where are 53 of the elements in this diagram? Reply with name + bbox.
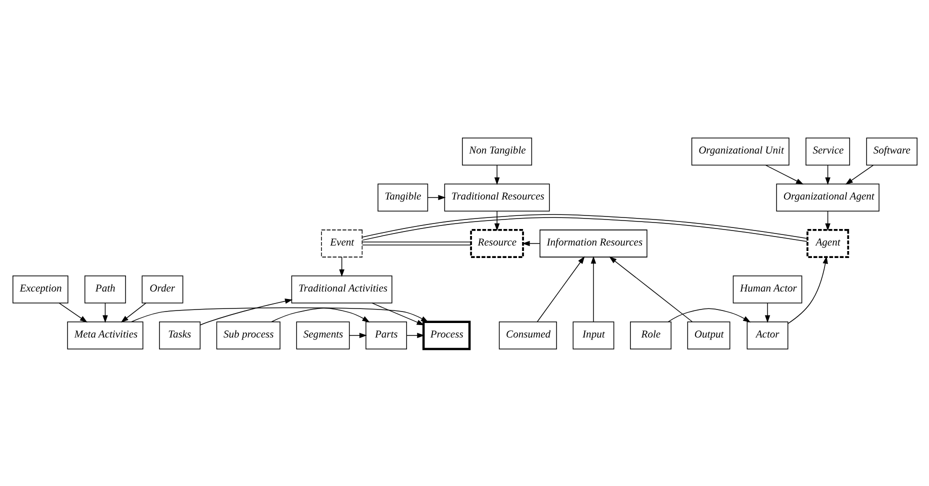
- arrow: [338, 256, 344, 276]
- node-box: Meta Activities: [66, 320, 143, 349]
- arrow: [199, 298, 292, 325]
- node-box: Path: [84, 275, 126, 303]
- node-box: Traditional Activities: [290, 275, 392, 303]
- node-box: Resource: [470, 228, 524, 258]
- node-box: Consumed: [498, 320, 556, 349]
- node-box: Tasks: [158, 320, 200, 349]
- arrow: [764, 164, 804, 184]
- arrow: [371, 302, 424, 325]
- arrow: [590, 256, 596, 322]
- node-box: Organizational Agent: [776, 183, 879, 211]
- arrow: [102, 302, 108, 322]
- node-box: Tangible: [377, 183, 428, 211]
- arrow: [494, 164, 500, 184]
- arrow: [130, 306, 428, 322]
- arrow: [787, 256, 828, 324]
- arrow: [426, 194, 446, 200]
- arrow: [522, 240, 540, 246]
- arrow: [608, 256, 692, 322]
- arrow: [844, 164, 874, 184]
- node-box: Traditional Resources: [444, 183, 550, 211]
- node-box: Human Actor: [732, 275, 802, 303]
- node-box: Role: [630, 320, 671, 349]
- node-box: Actor: [746, 320, 788, 349]
- connector: [360, 214, 808, 242]
- node-box: Software: [866, 137, 917, 166]
- node-box: Order: [141, 275, 183, 303]
- node-box: Segments: [296, 320, 350, 349]
- arrow: [348, 332, 366, 338]
- node-box: Process: [422, 320, 470, 350]
- node-box: Parts: [365, 320, 406, 349]
- arrow: [494, 210, 500, 230]
- connector: [362, 241, 471, 245]
- arrow: [58, 302, 87, 322]
- node-box: Exception: [12, 275, 68, 303]
- arrow: [824, 210, 830, 230]
- arrow: [764, 302, 770, 322]
- node-box: Service: [805, 137, 850, 166]
- node-box: Output: [686, 320, 730, 349]
- node-box: Organizational Unit: [690, 137, 789, 166]
- arrow: [536, 256, 584, 322]
- node-box: Sub process: [216, 320, 280, 349]
- arrow: [270, 307, 370, 322]
- node-box: Input: [572, 320, 614, 349]
- node-box: Agent: [806, 228, 849, 258]
- arrow: [120, 302, 146, 322]
- node-box: Non Tangible: [461, 137, 532, 166]
- arrow: [406, 332, 424, 338]
- node-box: Information Resources: [539, 229, 647, 257]
- arrow: [667, 308, 750, 322]
- arrow: [824, 164, 830, 184]
- node-box: Event: [320, 229, 362, 257]
